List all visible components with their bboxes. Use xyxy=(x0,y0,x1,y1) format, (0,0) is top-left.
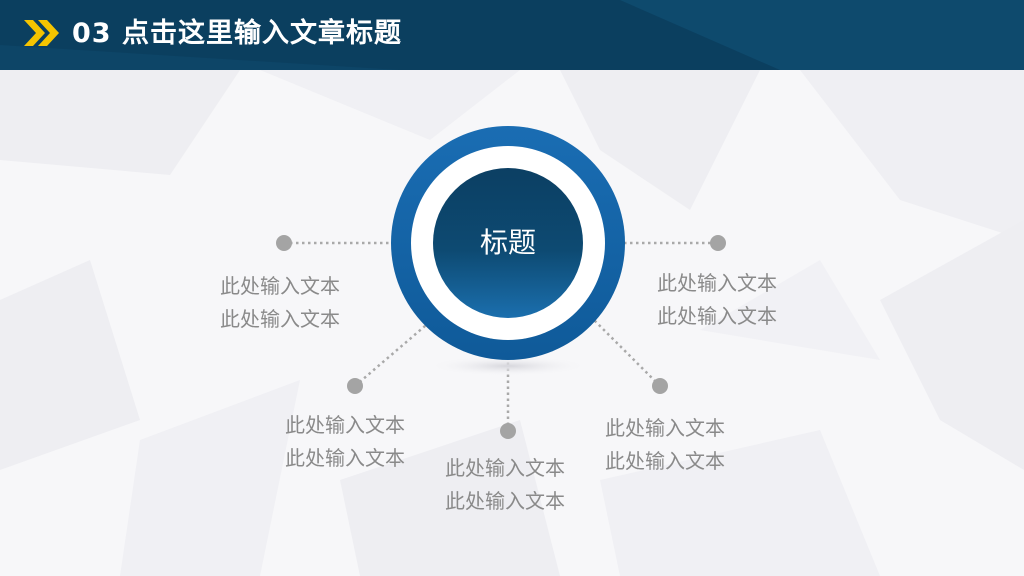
text-block-left: 此处输入文本 此处输入文本 xyxy=(220,270,340,336)
page-title: 03 点击这里输入文章标题 xyxy=(72,18,402,49)
text-block-right: 此处输入文本 此处输入文本 xyxy=(657,267,777,333)
chevron-arrows-icon xyxy=(24,20,59,46)
center-shadow xyxy=(428,356,588,376)
text-line: 此处输入文本 xyxy=(285,446,405,470)
center-core xyxy=(433,168,583,318)
node-dot-left xyxy=(276,235,292,251)
text-block-bottom: 此处输入文本 此处输入文本 xyxy=(445,452,565,518)
node-dot-bottom xyxy=(500,423,516,439)
text-line: 此处输入文本 xyxy=(657,271,777,295)
center-title: 标题 xyxy=(479,226,536,259)
header-bar: 03 点击这里输入文章标题 xyxy=(0,0,1024,70)
text-line: 此处输入文本 xyxy=(657,304,777,328)
text-line: 此处输入文本 xyxy=(285,413,405,437)
text-line: 此处输入文本 xyxy=(220,274,340,298)
text-line: 此处输入文本 xyxy=(605,449,725,473)
text-line: 此处输入文本 xyxy=(605,416,725,440)
text-line: 此处输入文本 xyxy=(445,489,565,513)
node-dot-lower-left xyxy=(347,378,363,394)
connector-lower-left xyxy=(354,319,433,387)
text-block-lower-left: 此处输入文本 此处输入文本 xyxy=(285,409,405,475)
node-dot-right xyxy=(710,235,726,251)
header-sheen xyxy=(0,0,1024,70)
text-line: 此处输入文本 xyxy=(220,307,340,331)
text-block-lower-right: 此处输入文本 此处输入文本 xyxy=(605,412,725,478)
node-dot-lower-right xyxy=(652,378,668,394)
connector-lower-right xyxy=(591,317,661,387)
text-line: 此处输入文本 xyxy=(445,456,565,480)
